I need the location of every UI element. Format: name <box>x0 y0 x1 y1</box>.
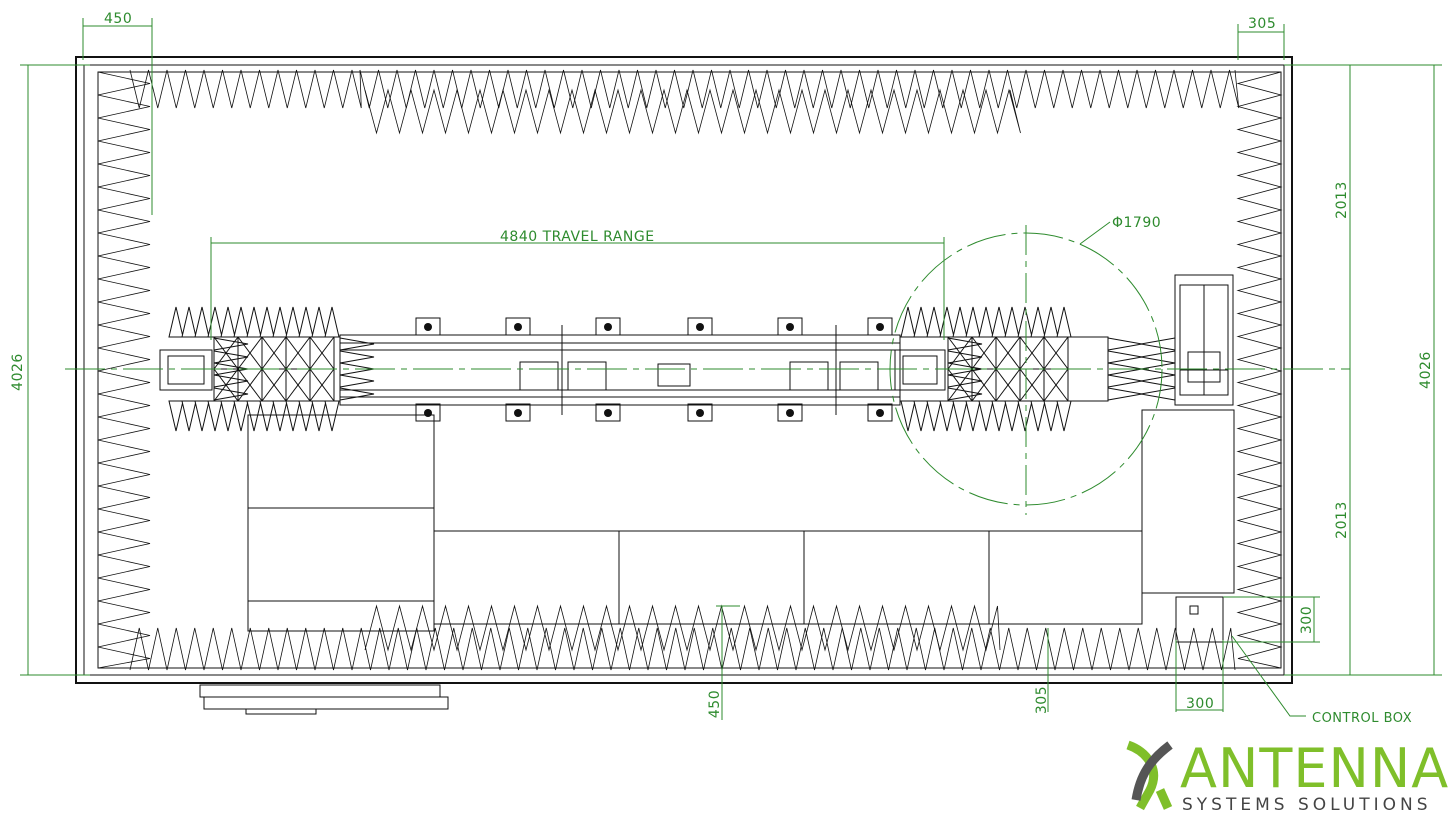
chamber-door <box>199 684 449 715</box>
floor-walkway <box>247 409 1235 632</box>
absorber-top-right <box>359 69 1240 109</box>
dim-travel-range: 4840 TRAVEL RANGE <box>500 229 655 245</box>
dimension-labels: 450 305 4026 4026 2013 2013 4840 TRAVEL … <box>10 11 1434 726</box>
dim-right-upper: 2013 <box>1334 181 1350 219</box>
dim-right-height: 4026 <box>1418 351 1434 389</box>
logo-sub-text: SYSTEMS SOLUTIONS <box>1182 795 1431 815</box>
dim-box-height: 300 <box>1299 606 1315 634</box>
dim-right-lower: 2013 <box>1334 501 1350 539</box>
cones-right-tail <box>1107 337 1143 401</box>
rail-clamp <box>777 403 803 422</box>
dim-diameter: Φ1790 <box>1112 215 1161 231</box>
logo-main-text: ANTENNA <box>1180 737 1449 800</box>
control-box <box>1175 596 1224 643</box>
cones-right-bottom <box>900 400 1072 432</box>
absorber-bottom <box>129 627 1236 671</box>
absorber-bottom-inner <box>364 604 1001 652</box>
dim-top-right: 305 <box>1248 16 1276 32</box>
company-logo: ANTENNA SYSTEMS SOLUTIONS <box>1126 737 1449 815</box>
rail-clamp <box>687 317 713 336</box>
rail-clamp <box>867 317 893 336</box>
rail-clamp <box>867 403 893 422</box>
dim-left-height: 4026 <box>10 353 26 391</box>
rail-clamps <box>415 317 893 422</box>
probe-unit <box>1174 274 1234 406</box>
rail-clamp <box>415 403 441 422</box>
cones-left-top <box>168 306 340 338</box>
absorber-top-left <box>129 69 362 109</box>
rail-clamp <box>777 317 803 336</box>
dim-box-width: 300 <box>1186 696 1214 712</box>
rail-clamp <box>505 317 531 336</box>
control-box-label: CONTROL BOX <box>1312 711 1412 726</box>
positioner-rail <box>339 325 901 415</box>
rail-clamp <box>595 403 621 422</box>
right-carriage <box>894 336 1109 402</box>
rail-clamp <box>415 317 441 336</box>
absorber-left <box>97 71 151 669</box>
cones-right-top <box>900 306 1072 338</box>
dim-bottom-left: 450 <box>707 690 723 718</box>
rail-clamp <box>595 317 621 336</box>
centerlines <box>65 225 1350 515</box>
rail-clamp <box>687 403 713 422</box>
chamber-walls <box>75 56 1293 684</box>
rail-clamp <box>505 403 531 422</box>
dim-top-left: 450 <box>104 11 132 27</box>
dim-bottom-mid: 305 <box>1034 686 1050 714</box>
logo-mark-icon <box>1126 740 1173 811</box>
dimension-lines <box>20 18 1442 720</box>
cones-left-bottom <box>168 400 340 432</box>
absorber-right <box>1236 71 1283 669</box>
absorber-top-inner <box>364 88 1021 135</box>
